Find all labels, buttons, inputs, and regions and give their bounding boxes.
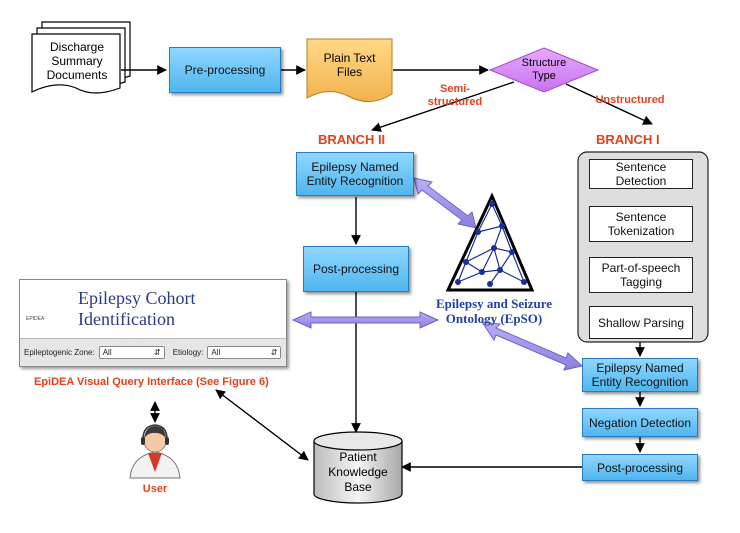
query-ui-caption: EpiDEA Visual Query Interface (See Figur… [34, 376, 269, 388]
epidea-title: Epilepsy Cohort Identification [78, 288, 196, 329]
plain-text-files-shape [306, 38, 393, 102]
sentence-tokenization-box: Sentence Tokenization [589, 206, 693, 242]
branch1-title-text: BRANCH I [596, 132, 660, 147]
structure-type-line-1: Structure [521, 57, 567, 69]
etiology-label: Etiology: [172, 348, 204, 357]
shallow-parsing-box: Shallow Parsing [589, 306, 693, 339]
ontology-links [291, 177, 584, 371]
etiology-select[interactable]: All ⇵ [207, 346, 282, 359]
zone-select[interactable]: All ⇵ [98, 346, 165, 359]
unstructured-label: Unstructured [585, 94, 675, 107]
documents-line-2: Summary [51, 54, 103, 68]
semi-structured-label: Semi- structured [420, 83, 490, 109]
epidea-logo-text: EPIDEA [26, 316, 45, 322]
preprocessing-label: Pre-processing [184, 63, 266, 77]
epidea-filter-bar: Epileptogenic Zone: All ⇵ Etiology: All … [20, 338, 286, 366]
preprocessing-box: Pre-processing [169, 47, 281, 93]
branch2-title: BRANCH II [318, 132, 408, 147]
branch1-ner-line-2: Entity Recognition [591, 375, 689, 389]
ontology-label: Epilepsy and Seizure Ontology (EpSO) [424, 296, 564, 326]
structure-type-line-2: Type [532, 70, 556, 82]
sentence-detection-box: Sentence Detection [589, 159, 693, 189]
select-chevron-icon: ⇵ [154, 348, 161, 357]
ontology-network-icon [445, 192, 535, 292]
negation-detection-box: Negation Detection [582, 408, 698, 437]
etiology-select-value: All [211, 348, 221, 357]
user-icon [129, 424, 181, 479]
branch1-container [577, 151, 709, 343]
semi-structured-line-1: Semi- [440, 83, 470, 95]
step1-line-2: Detection [615, 174, 667, 188]
kb-line-3: Base [344, 480, 372, 494]
semi-structured-line-2: structured [427, 96, 483, 108]
branch1-postprocessing-label: Post-processing [596, 460, 684, 475]
kb-line-1: Patient [339, 450, 377, 464]
branch2-postprocessing-box: Post-processing [303, 246, 409, 292]
documents-line-3: Documents [46, 68, 108, 82]
epidea-query-panel: EPIDEA Epilepsy Cohort Identification Ep… [19, 279, 287, 367]
zone-select-value: All [102, 348, 112, 357]
branch2-ner-line-1: Epilepsy Named [311, 160, 399, 174]
user-label: User [142, 483, 168, 495]
documents-line-1: Discharge [49, 40, 105, 54]
ontology-line-2: Ontology (EpSO) [445, 311, 543, 326]
branch1-postprocessing-box: Post-processing [582, 454, 698, 481]
branch2-ner-box: Epilepsy Named Entity Recognition [296, 152, 414, 196]
discharge-documents-label: Discharge Summary Documents [34, 40, 120, 82]
plain-text-line-1: Plain Text [323, 51, 376, 65]
pos-tagging-box: Part-of-speech Tagging [589, 257, 693, 293]
structure-type-diamond [488, 47, 600, 93]
step3-line-1: Part-of-speech [601, 261, 681, 275]
step4-line-1: Shallow Parsing [597, 315, 685, 330]
plain-text-line-2: Files [336, 65, 363, 79]
unstructured-text: Unstructured [595, 94, 665, 106]
select-chevron-icon: ⇵ [270, 348, 278, 357]
step1-line-1: Sentence [615, 160, 667, 174]
kb-line-2: Knowledge [328, 465, 388, 479]
discharge-documents-shape [31, 21, 131, 94]
structure-type-label: Structure Type [508, 57, 580, 83]
plain-text-files-label: Plain Text Files [307, 51, 392, 79]
branch2-postprocessing-label: Post-processing [312, 262, 400, 276]
branch1-ner-box: Epilepsy Named Entity Recognition [582, 358, 698, 392]
zone-label: Epileptogenic Zone: [24, 348, 95, 357]
branch1-title: BRANCH I [596, 132, 686, 147]
knowledge-base-cylinder [313, 431, 403, 504]
branch2-ner-line-2: Entity Recognition [306, 174, 404, 188]
step2-line-1: Sentence [615, 210, 667, 224]
branch1-ner-line-1: Epilepsy Named [596, 361, 684, 375]
knowledge-base-label: Patient Knowledge Base [314, 450, 402, 495]
negation-detection-label: Negation Detection [588, 415, 692, 430]
step3-line-2: Tagging [619, 275, 663, 289]
step2-line-2: Tokenization [607, 224, 675, 238]
ontology-line-1: Epilepsy and Seizure [435, 296, 553, 311]
branch2-title-text: BRANCH II [318, 132, 386, 147]
